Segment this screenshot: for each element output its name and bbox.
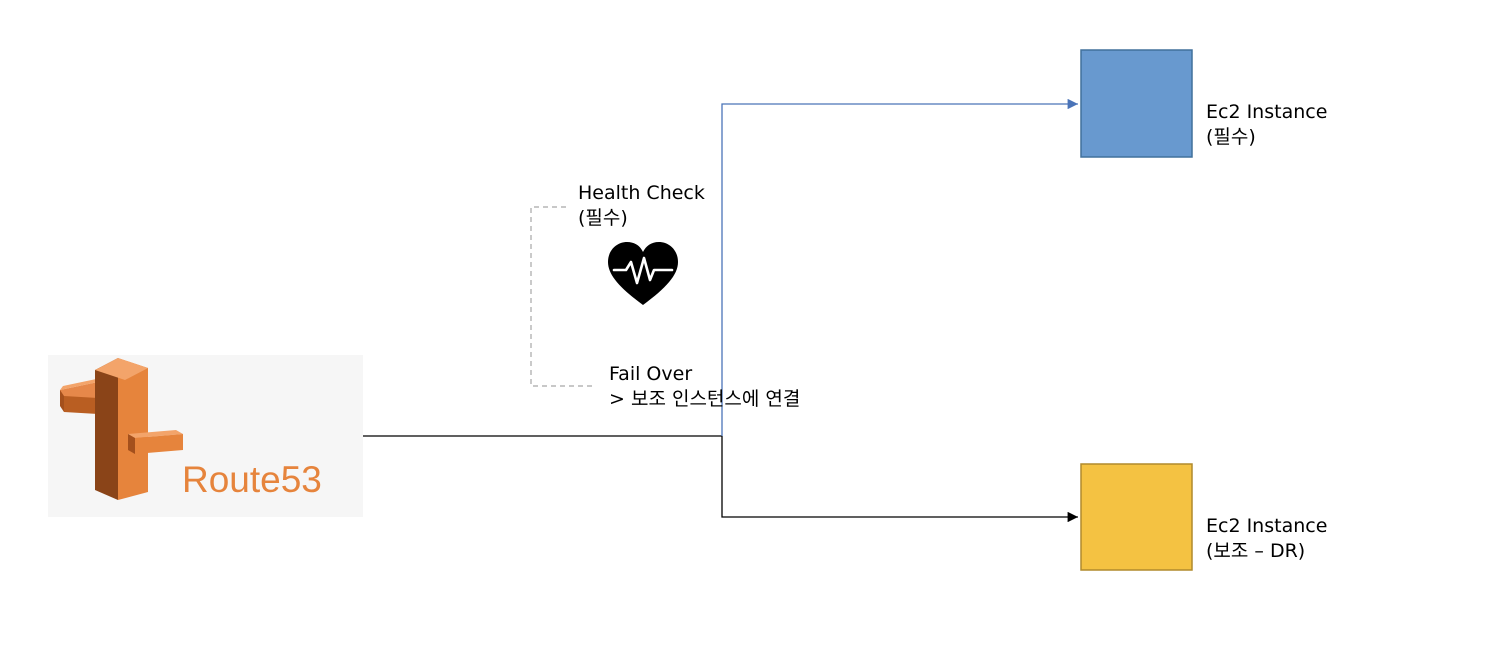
route53-pillar-icon [60, 358, 183, 500]
healthcheck-connector [530, 206, 596, 387]
dr-connector [721, 436, 1078, 523]
dr-instance-role: (보조 – DR) [1206, 540, 1306, 562]
primary-connector [721, 98, 1078, 436]
route53-label: Route53 [182, 459, 322, 500]
fail-over-label: Fail Over > 보조 인스턴스에 연결 [609, 362, 800, 412]
primary-ec2-box [1080, 49, 1193, 158]
dr-instance-label: Ec2 Instance (보조 – DR) [1206, 514, 1327, 564]
health-check-label: Health Check (필수) [578, 181, 705, 231]
primary-instance-title: Ec2 Instance [1206, 101, 1328, 123]
fail-over-title: Fail Over [609, 363, 693, 385]
dr-ec2-box [1080, 463, 1193, 571]
heart-pulse-icon [608, 242, 678, 305]
health-check-title: Health Check [578, 182, 705, 204]
primary-instance-label: Ec2 Instance (필수) [1206, 100, 1327, 150]
fail-over-description: > 보조 인스턴스에 연결 [609, 388, 801, 410]
health-check-required: (필수) [578, 207, 628, 229]
primary-instance-role: (필수) [1206, 126, 1256, 148]
dr-instance-title: Ec2 Instance [1206, 515, 1328, 537]
